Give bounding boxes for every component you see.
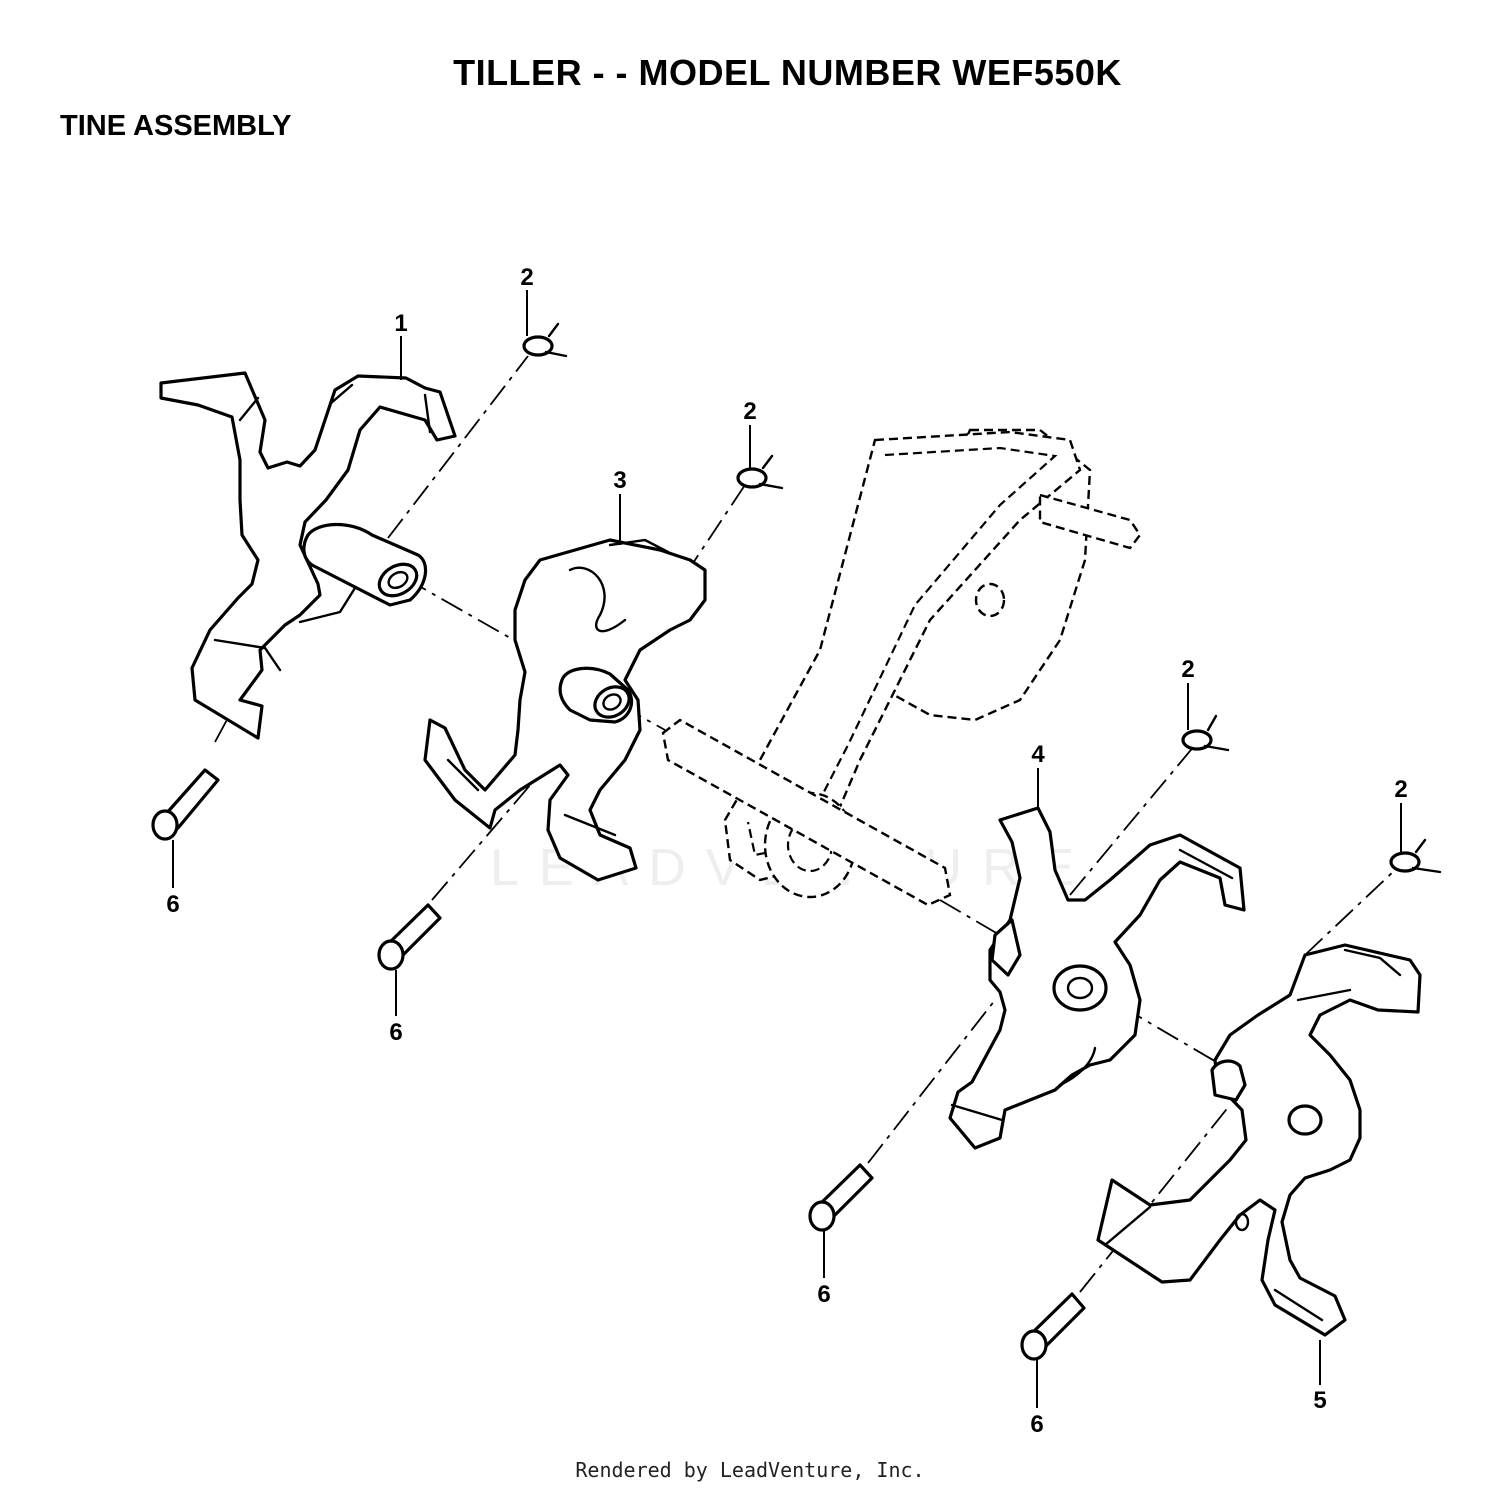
clevis-pin-4 <box>1020 1292 1086 1361</box>
callout-3: 3 <box>613 467 626 494</box>
clevis-pin-3 <box>808 1163 874 1232</box>
clevis-pin-2 <box>377 903 442 971</box>
hairpin-clip-4 <box>1389 838 1442 874</box>
clevis-pin-1 <box>151 768 220 841</box>
hairpin-clip-1 <box>522 322 568 358</box>
callout-1: 1 <box>394 310 407 337</box>
callout-2-clip-3: 2 <box>1181 656 1194 683</box>
callout-6-pin-1: 6 <box>166 891 179 918</box>
tine-outer-left <box>159 371 457 740</box>
callout-6-pin-2: 6 <box>389 1019 402 1046</box>
section-title: TINE ASSEMBLY <box>60 110 292 142</box>
callout-2-clip-4: 2 <box>1394 776 1407 803</box>
tine-inner-right <box>948 806 1246 1150</box>
tine-outer-right <box>1096 943 1422 1337</box>
page-title: TILLER - - MODEL NUMBER WEF550K <box>453 52 1122 93</box>
callout-6-pin-4: 6 <box>1030 1411 1043 1438</box>
callout-5: 5 <box>1313 1387 1326 1414</box>
footer-credit: Rendered by LeadVenture, Inc. <box>575 1458 925 1482</box>
hairpin-clip-3 <box>1181 714 1230 752</box>
tine-inner-left <box>423 538 707 882</box>
gearbox-phantom <box>661 428 1142 907</box>
callout-labels: 2 1 2 3 6 6 2 4 2 6 6 5 <box>166 264 1407 1438</box>
callout-6-pin-3: 6 <box>817 1281 830 1308</box>
callout-2-clip-1: 2 <box>520 264 533 291</box>
leader-lines <box>172 290 1402 1408</box>
callout-2-clip-2: 2 <box>743 398 756 425</box>
hairpin-clip-2 <box>736 454 784 490</box>
callout-4: 4 <box>1031 741 1045 768</box>
